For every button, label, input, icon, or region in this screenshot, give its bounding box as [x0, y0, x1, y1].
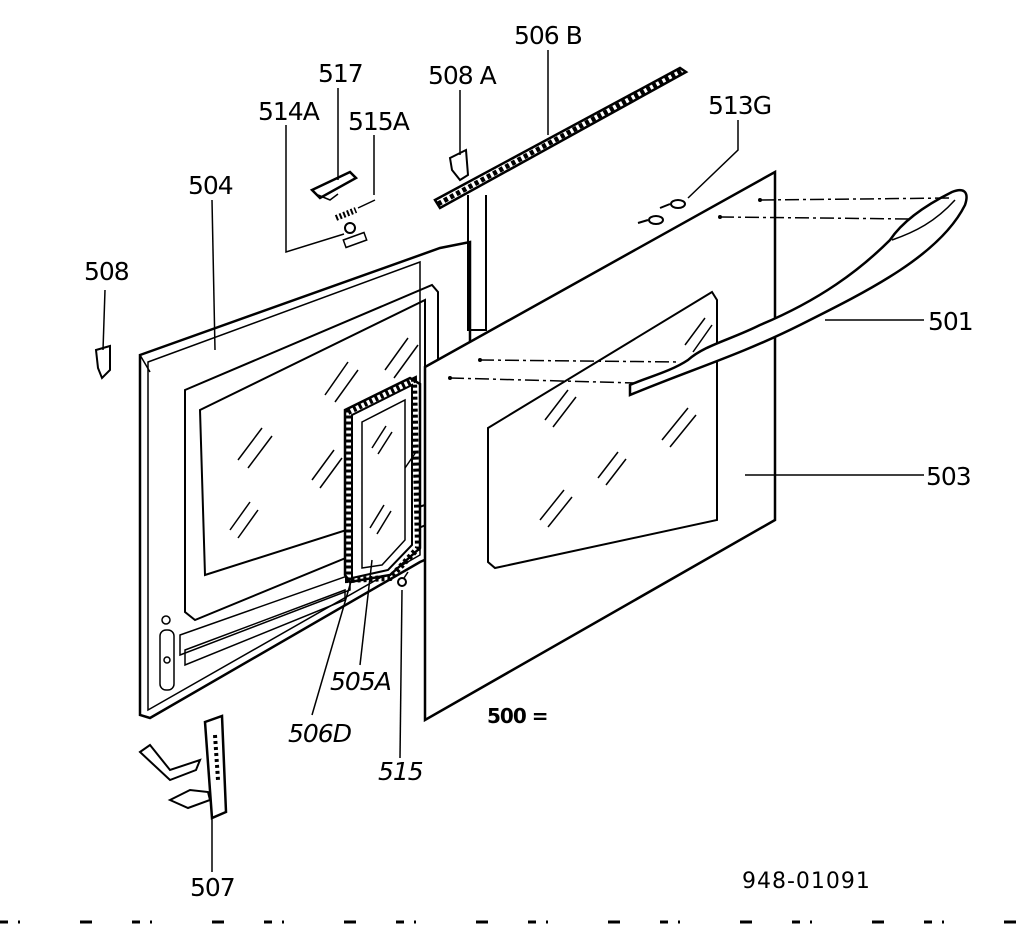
outer-door-panel-503: [423, 169, 777, 723]
label-508a: 508 A: [428, 61, 497, 90]
inner-glass-505a: [343, 375, 422, 584]
label-507: 507: [190, 873, 235, 902]
label-505a: 505A: [330, 667, 391, 696]
label-515a: 515A: [348, 107, 410, 136]
clip-508a: [448, 148, 470, 182]
label-503: 503: [926, 462, 971, 491]
hinge-507: [138, 714, 228, 820]
label-513g: 513G: [708, 91, 771, 120]
part-labels: 506 B 508 A 517 514A 515A 513G 504 508 5…: [84, 21, 974, 902]
drawing-number: 948-01091: [742, 869, 871, 894]
label-517: 517: [318, 59, 363, 88]
clip-508: [94, 344, 111, 380]
label-501: 501: [928, 307, 973, 336]
label-515: 515: [378, 757, 423, 786]
door-handle-501: [628, 188, 968, 397]
leader-lines: [102, 50, 924, 872]
label-506b: 506 B: [514, 21, 582, 50]
spring-515a: [334, 199, 376, 221]
label-506d: 506D: [288, 719, 352, 748]
screws-513g: [637, 199, 686, 225]
assembly-lines: [448, 197, 953, 384]
label-508: 508: [84, 257, 129, 286]
top-trim-strip-506b: [433, 66, 689, 210]
clip-517: [309, 170, 359, 201]
inner-door-frame-504: [138, 195, 487, 720]
screw-514a: [342, 222, 368, 249]
label-500: 500 =: [487, 704, 547, 728]
label-514a: 514A: [258, 97, 320, 126]
label-504: 504: [188, 171, 233, 200]
screw-515: [397, 571, 409, 587]
